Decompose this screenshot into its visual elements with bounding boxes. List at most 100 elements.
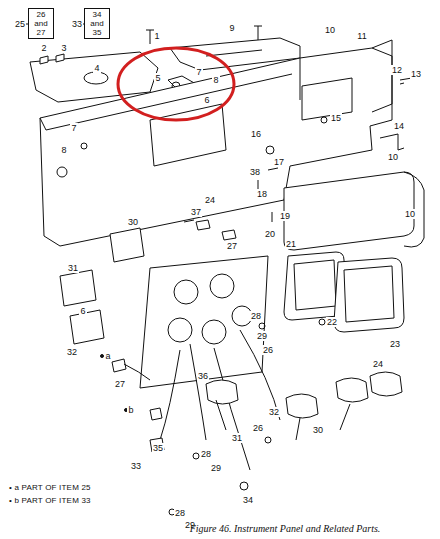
bezel-window xyxy=(294,260,336,310)
housing-flange xyxy=(404,172,424,247)
callout-number: 30 xyxy=(127,217,139,227)
note-text: • b PART OF ITEM 33 xyxy=(8,496,92,506)
callout-number: 3 xyxy=(60,43,67,53)
gauge xyxy=(370,372,402,396)
panel-hole xyxy=(81,143,87,149)
callout-number: 6 xyxy=(203,95,210,105)
connector xyxy=(193,453,199,459)
callout-number: 10 xyxy=(324,25,336,35)
callout-number: 27 xyxy=(226,241,238,251)
callout-number: 33 xyxy=(130,461,142,471)
callout-number: 34 and 35 xyxy=(85,9,109,38)
connector xyxy=(265,437,271,443)
callout-number: 20 xyxy=(264,229,276,239)
callout-number: a xyxy=(104,351,111,361)
gauge xyxy=(336,378,368,402)
callout-number: 19 xyxy=(279,211,291,221)
bracket xyxy=(380,134,404,150)
callout-number: 35 xyxy=(152,443,164,453)
callout-number: 18 xyxy=(256,189,268,199)
panel-hole xyxy=(57,167,67,177)
callout-number: 5 xyxy=(154,73,161,83)
callout-number: 26 xyxy=(262,345,274,355)
callout-number: 27 xyxy=(114,379,126,389)
callout-number: 10 xyxy=(404,209,416,219)
callout-number: 2 xyxy=(40,43,47,53)
note-text: • a PART OF ITEM 25 xyxy=(8,483,92,493)
lamp-socket xyxy=(150,408,162,420)
nut xyxy=(321,117,327,123)
callout-number: 29 xyxy=(256,331,268,341)
callout-number: 6 xyxy=(79,306,86,316)
lamp-socket xyxy=(112,359,126,372)
callout-number: 36 xyxy=(197,371,209,381)
gauge xyxy=(206,380,238,404)
callout-number: 12 xyxy=(391,65,403,75)
lens-gasket xyxy=(344,266,394,322)
callout-number: 14 xyxy=(393,121,405,131)
callout-number: 13 xyxy=(410,69,422,79)
gauge-hole xyxy=(174,280,198,304)
callout-number: 38 xyxy=(249,167,261,177)
callout-number: 10 xyxy=(387,152,399,162)
callout-number: 32 xyxy=(66,347,78,357)
screw xyxy=(319,319,325,325)
lamp-socket xyxy=(150,438,164,452)
callout-number: 1 xyxy=(153,31,160,41)
screw xyxy=(254,26,262,40)
callout-number: 7 xyxy=(70,123,77,133)
screw xyxy=(40,54,64,64)
callout-number: 24 xyxy=(204,195,216,205)
callout-number: 31 xyxy=(67,263,79,273)
callout-number: 28 xyxy=(250,311,262,321)
connector xyxy=(259,323,265,329)
callout-number: 22 xyxy=(326,317,338,327)
panel-hole xyxy=(266,146,274,154)
callout-number: 37 xyxy=(190,207,202,217)
callout-number: 29 xyxy=(210,463,222,473)
callout-number: b xyxy=(127,405,134,415)
callout-number: 34 xyxy=(242,495,254,505)
callout-number: 23 xyxy=(389,339,401,349)
panel-lip xyxy=(372,40,392,112)
lamp-socket xyxy=(196,220,236,240)
wire xyxy=(160,330,280,470)
callout-number: 25 xyxy=(14,19,26,29)
callout-number: 26 and 27 xyxy=(29,9,53,38)
gauge xyxy=(60,270,96,306)
callout-number: 31 xyxy=(231,433,243,443)
callout-number: 30 xyxy=(312,425,324,435)
callout-number: 24 xyxy=(372,359,384,369)
callout-number: 28 xyxy=(174,508,186,518)
gauge-hole xyxy=(202,320,226,344)
callout-number: 8 xyxy=(60,145,67,155)
callout-number: 8 xyxy=(212,75,219,85)
callout-box: 34 and 35 xyxy=(84,8,110,39)
bracket-slot xyxy=(206,50,262,56)
callout-number: 28 xyxy=(200,449,212,459)
bullet xyxy=(101,355,104,358)
callout-box: 26 and 27 xyxy=(28,8,54,39)
lamp-housing xyxy=(284,172,414,250)
gauge-hole xyxy=(168,318,192,342)
gauge-hole xyxy=(210,274,234,298)
panel-opening xyxy=(150,104,226,166)
callout-number: 11 xyxy=(356,31,367,41)
bracket xyxy=(30,52,158,102)
gauge xyxy=(286,394,318,418)
gauge xyxy=(110,228,144,262)
callout-number: 7 xyxy=(195,67,202,77)
screw xyxy=(184,220,194,222)
lens-gasket xyxy=(334,258,404,332)
highlight-circle xyxy=(118,48,234,120)
callout-number: 33 xyxy=(71,19,83,29)
bracket-hole xyxy=(84,72,108,84)
callout-number: 32 xyxy=(268,407,280,417)
callout-number: 9 xyxy=(228,23,235,33)
wire xyxy=(124,364,150,380)
panel-opening xyxy=(302,78,352,120)
cluster-plate xyxy=(140,256,268,388)
callout-number: 17 xyxy=(273,157,285,167)
figure-caption: Figure 46. Instrument Panel and Related … xyxy=(190,523,381,534)
gauge xyxy=(70,310,104,344)
